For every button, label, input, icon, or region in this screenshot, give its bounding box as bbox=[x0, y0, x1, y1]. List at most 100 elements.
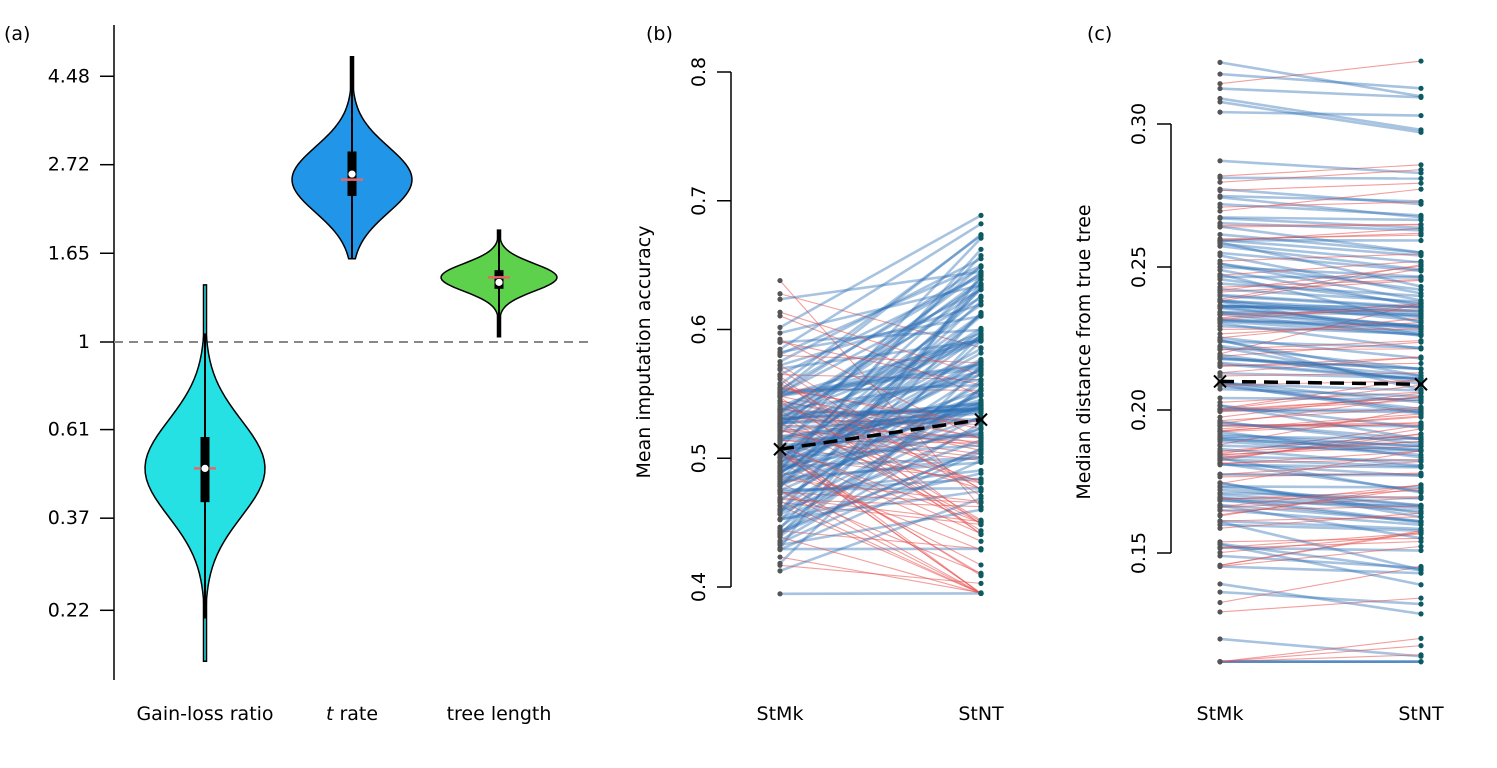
pair-line bbox=[779, 311, 982, 376]
pair-line bbox=[779, 402, 982, 421]
mean-marker-b bbox=[773, 442, 787, 456]
pair-line bbox=[1219, 519, 1422, 531]
pair-line bbox=[1219, 409, 1422, 414]
pair-line bbox=[1219, 540, 1422, 549]
data-point-left bbox=[1217, 589, 1223, 595]
data-point-right bbox=[978, 350, 984, 356]
data-point-left bbox=[1217, 208, 1223, 214]
data-point-right bbox=[1418, 567, 1424, 573]
data-point-right bbox=[1418, 339, 1424, 345]
pair-line bbox=[1219, 216, 1422, 222]
data-point-right bbox=[978, 455, 984, 461]
data-point-left bbox=[777, 424, 783, 430]
data-point-left bbox=[777, 362, 783, 368]
data-point-left bbox=[777, 562, 783, 568]
pair-line bbox=[1219, 508, 1422, 527]
data-point-left bbox=[777, 554, 783, 560]
data-point-right bbox=[1418, 237, 1424, 244]
pair-line bbox=[779, 451, 982, 542]
pair-line bbox=[1219, 304, 1422, 315]
pair-line bbox=[1219, 387, 1422, 398]
data-point-left bbox=[1217, 179, 1223, 185]
y-tick-label-a: 2.72 bbox=[48, 154, 90, 176]
pair-line bbox=[779, 490, 982, 594]
pair-line bbox=[779, 303, 982, 444]
pair-line bbox=[779, 439, 982, 513]
pair-line bbox=[1219, 251, 1422, 273]
pair-line bbox=[1219, 420, 1422, 446]
data-point-right bbox=[978, 330, 984, 336]
y-tick-label-b: 0.8 bbox=[688, 57, 710, 87]
pair-line bbox=[1219, 233, 1422, 254]
x-category-label-text: rate bbox=[339, 703, 378, 725]
pair-line bbox=[1219, 456, 1422, 494]
data-point-left bbox=[1217, 336, 1223, 343]
pair-line bbox=[1219, 87, 1422, 99]
pair-line bbox=[779, 313, 982, 459]
pair-line bbox=[779, 410, 982, 532]
data-point-right bbox=[1418, 293, 1424, 299]
pair-line bbox=[1219, 516, 1422, 522]
pair-line bbox=[1219, 542, 1422, 572]
data-point-left bbox=[1217, 659, 1223, 665]
pair-line bbox=[779, 497, 982, 523]
data-point-right bbox=[978, 281, 984, 287]
right-points-c bbox=[1418, 58, 1424, 665]
data-point-left bbox=[1217, 214, 1223, 220]
data-point-left bbox=[1217, 471, 1223, 478]
data-point-left bbox=[1217, 323, 1223, 329]
panel-label-a: (a) bbox=[4, 23, 30, 45]
pair-line bbox=[779, 295, 982, 465]
mean-line-b bbox=[779, 417, 982, 451]
data-point-left bbox=[1217, 312, 1223, 318]
pair-line bbox=[779, 222, 982, 351]
data-point-left bbox=[1217, 402, 1223, 409]
pair-line bbox=[779, 303, 982, 367]
pair-line bbox=[1219, 433, 1422, 452]
pair-line bbox=[779, 405, 982, 513]
data-point-right bbox=[1418, 489, 1424, 496]
data-point-left bbox=[1217, 239, 1223, 245]
pair-line bbox=[778, 274, 983, 550]
data-point-right bbox=[1418, 267, 1424, 273]
data-point-left bbox=[1217, 331, 1223, 337]
data-point-left bbox=[1217, 252, 1223, 259]
pair-line bbox=[779, 311, 982, 530]
data-point-right bbox=[978, 493, 984, 499]
data-point-right bbox=[1418, 58, 1424, 64]
pair-line bbox=[1219, 484, 1422, 508]
pair-line bbox=[779, 408, 982, 433]
data-point-right bbox=[978, 522, 984, 528]
data-point-right bbox=[1418, 595, 1424, 601]
pair-line bbox=[779, 497, 982, 573]
pair-line bbox=[779, 257, 982, 363]
pair-line bbox=[1219, 188, 1422, 212]
pair-line bbox=[1219, 268, 1422, 302]
pair-line bbox=[1219, 428, 1422, 462]
pair-line bbox=[779, 329, 982, 475]
data-point-left bbox=[1217, 318, 1223, 324]
pair-line bbox=[1219, 637, 1422, 663]
pair-line bbox=[779, 328, 982, 344]
pair-line bbox=[1219, 339, 1422, 378]
data-point-left bbox=[1217, 386, 1223, 392]
data-point-left bbox=[1217, 267, 1223, 273]
pair-line bbox=[779, 379, 982, 510]
data-point-right bbox=[978, 298, 984, 304]
data-point-left bbox=[1217, 513, 1223, 519]
pair-line bbox=[779, 536, 982, 594]
data-point-left bbox=[777, 530, 783, 536]
pair-line bbox=[1219, 309, 1422, 316]
data-point-right bbox=[978, 433, 984, 439]
data-point-left bbox=[1217, 581, 1223, 587]
data-point-right bbox=[1418, 307, 1424, 313]
data-point-left bbox=[1217, 408, 1223, 414]
data-point-left bbox=[1217, 175, 1223, 181]
data-point-left bbox=[1217, 303, 1223, 310]
data-point-left bbox=[1217, 201, 1223, 207]
data-point-right bbox=[1418, 345, 1424, 351]
pair-line bbox=[1219, 299, 1422, 318]
pair-line bbox=[1219, 262, 1422, 292]
pair-line bbox=[779, 339, 982, 370]
